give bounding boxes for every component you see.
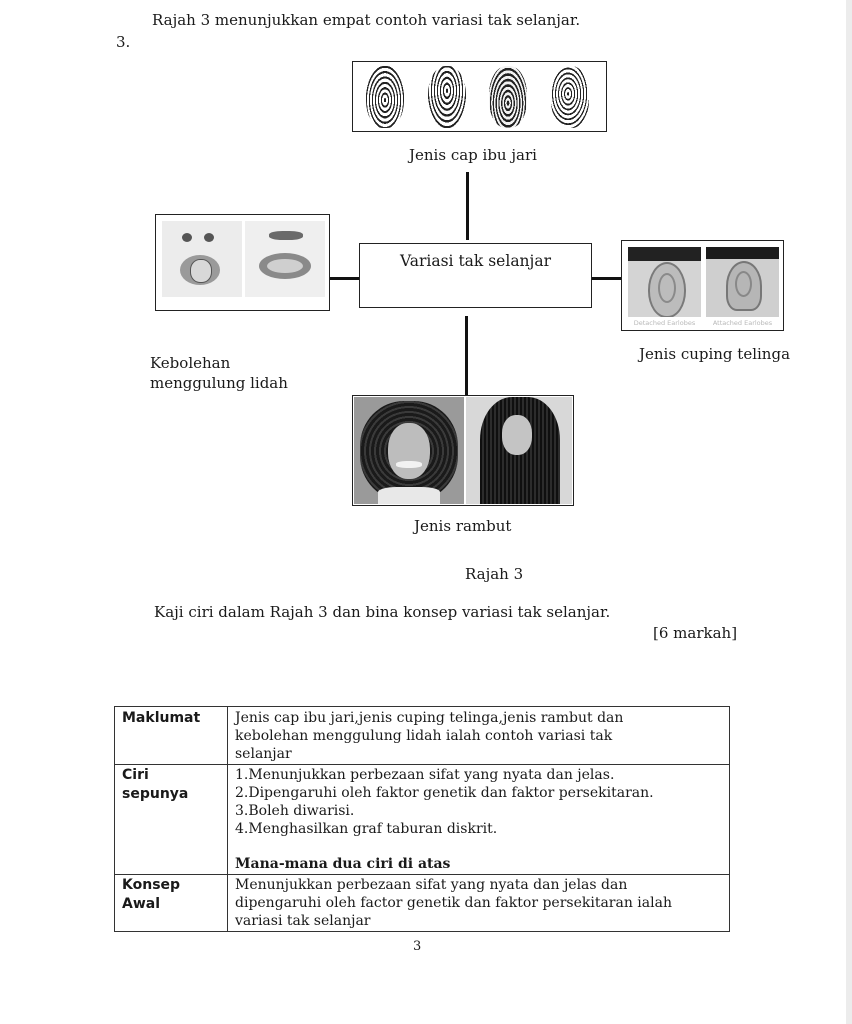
- page-edge: [846, 0, 852, 1024]
- question-number: 3.: [116, 33, 130, 51]
- earlobe-label: Jenis cuping telinga: [639, 345, 790, 363]
- fingerprint-whorl-3: [489, 66, 527, 128]
- ciri-item-4: 4.Menghasilkan graf taburan diskrit.: [235, 820, 723, 838]
- attached-earlobe-photo: [706, 247, 779, 317]
- ciri-label-line1: Ciri: [122, 766, 221, 785]
- table-row-konsep-awal: Konsep Awal Menunjukkan perbezaan sifat …: [115, 875, 730, 932]
- tongue-label-line2: menggulung lidah: [150, 374, 288, 392]
- tongue-label-line1: Kebolehan: [150, 354, 230, 372]
- curly-hair-photo: [354, 397, 464, 504]
- table-row-ciri-sepunya: Ciri sepunya 1.Menunjukkan perbezaan sif…: [115, 765, 730, 875]
- maklumat-line-1: Jenis cap ibu jari,jenis cuping telinga,…: [235, 709, 723, 727]
- konsep-label-line2: Awal: [122, 895, 221, 914]
- ear-caption-attached: Attached Earlobes: [706, 319, 779, 327]
- row-label-ciri-sepunya: Ciri sepunya: [115, 765, 228, 875]
- ciri-item-2: 2.Dipengaruhi oleh faktor genetik dan fa…: [235, 784, 723, 802]
- connector-left: [329, 277, 360, 280]
- konsep-line-2: dipengaruhi oleh factor genetik dan fakt…: [235, 894, 723, 912]
- fingerprint-loop-2: [428, 66, 466, 128]
- row-label-konsep-awal: Konsep Awal: [115, 875, 228, 932]
- center-concept-label: Variasi tak selanjar: [360, 252, 591, 270]
- fingerprint-image-box: [352, 61, 607, 132]
- row-value-ciri-sepunya: 1.Menunjukkan perbezaan sifat yang nyata…: [228, 765, 730, 875]
- earlobe-image-box: Detached Earlobes Attached Earlobes: [621, 240, 784, 331]
- tongue-image-box: [155, 214, 330, 311]
- ciri-label-line2: sepunya: [122, 785, 221, 804]
- marks-text: [6 markah]: [653, 624, 737, 642]
- connector-right: [591, 277, 622, 280]
- tongue-rolling-photo: [162, 221, 242, 297]
- answer-table: Maklumat Jenis cap ibu jari,jenis cuping…: [114, 706, 730, 932]
- ciri-item-1: 1.Menunjukkan perbezaan sifat yang nyata…: [235, 766, 723, 784]
- instruction-text: Kaji ciri dalam Rajah 3 dan bina konsep …: [154, 603, 610, 621]
- konsep-line-3: variasi tak selanjar: [235, 912, 723, 930]
- row-label-maklumat: Maklumat: [115, 707, 228, 765]
- row-value-konsep-awal: Menunjukkan perbezaan sifat yang nyata d…: [228, 875, 730, 932]
- table-row-maklumat: Maklumat Jenis cap ibu jari,jenis cuping…: [115, 707, 730, 765]
- connector-top: [466, 172, 469, 240]
- konsep-line-1: Menunjukkan perbezaan sifat yang nyata d…: [235, 876, 723, 894]
- maklumat-line-2: kebolehan menggulung lidah ialah contoh …: [235, 727, 723, 745]
- page-number: 3: [413, 939, 421, 954]
- maklumat-line-3: selanjar: [235, 745, 723, 763]
- connector-bottom: [465, 316, 468, 396]
- ciri-item-3: 3.Boleh diwarisi.: [235, 802, 723, 820]
- fingerprint-arch-4: [551, 66, 589, 128]
- center-concept-box: Variasi tak selanjar: [359, 243, 592, 308]
- konsep-label-line1: Konsep: [122, 876, 221, 895]
- ciri-note: Mana-mana dua ciri di atas: [235, 855, 723, 873]
- fingerprint-whorl-1: [366, 66, 404, 128]
- hair-label: Jenis rambut: [414, 517, 511, 535]
- intro-text: Rajah 3 menunjukkan empat contoh variasi…: [152, 11, 580, 29]
- row-value-maklumat: Jenis cap ibu jari,jenis cuping telinga,…: [228, 707, 730, 765]
- fingerprint-label: Jenis cap ibu jari: [409, 146, 537, 164]
- ear-caption-detached: Detached Earlobes: [628, 319, 701, 327]
- straight-hair-photo: [466, 397, 572, 504]
- hair-image-box: [352, 395, 574, 506]
- figure-caption: Rajah 3: [465, 565, 523, 583]
- tongue-flat-photo: [245, 221, 325, 297]
- detached-earlobe-photo: [628, 247, 701, 317]
